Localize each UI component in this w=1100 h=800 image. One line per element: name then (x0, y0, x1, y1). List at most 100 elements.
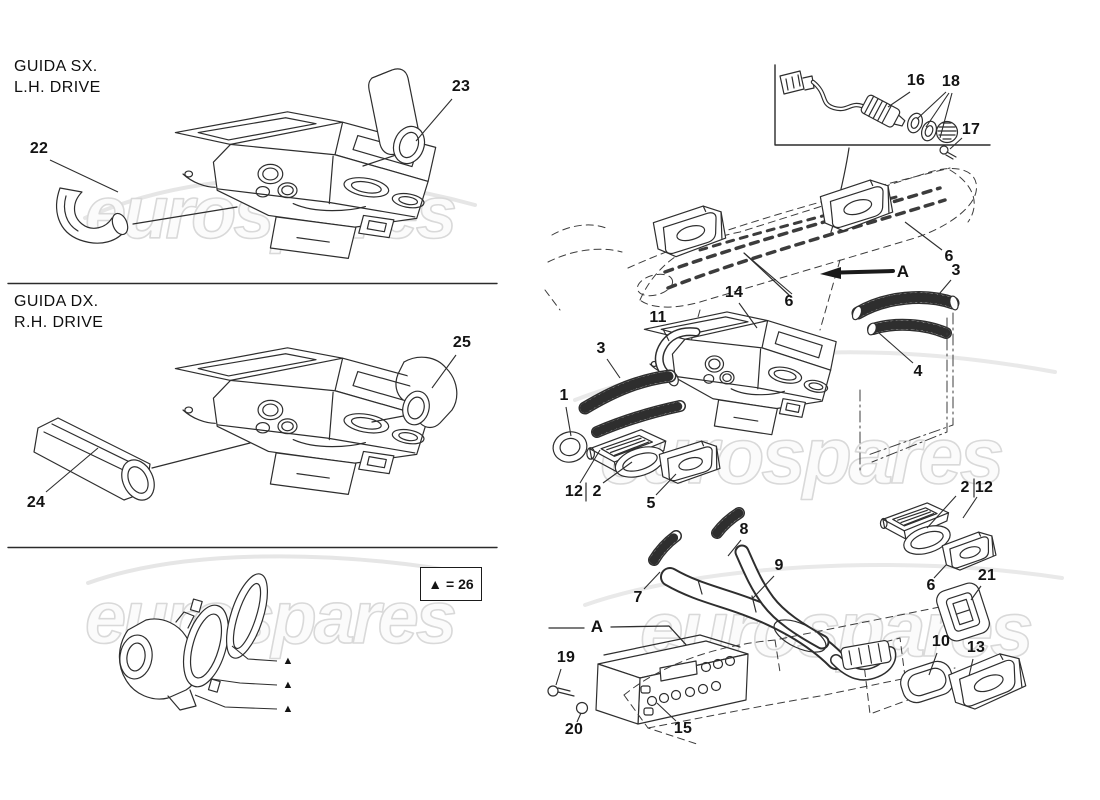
leader-line-3 (933, 279, 952, 301)
leader-line-▲ (211, 678, 278, 686)
section-title-rh-line2: R.H. DRIVE (14, 314, 104, 331)
leader-line-18 (916, 91, 947, 120)
callout-12-18: 12 (564, 483, 584, 500)
callout-21-29: 21 (977, 567, 997, 584)
leader-line-11 (662, 328, 670, 342)
y-duct-drawing (654, 513, 890, 675)
leader-line-4 (878, 332, 914, 364)
leader-line-18 (925, 92, 950, 128)
leader-line-17 (949, 137, 963, 150)
callout-24-2: 24 (26, 494, 46, 511)
vent-group-left-drawing (550, 429, 722, 501)
callout-6-10: 6 (944, 248, 954, 265)
leader-line-25 (431, 354, 457, 389)
hose-3-right-drawing (851, 295, 960, 321)
callout-12-33: 12 (974, 479, 994, 496)
callout-10-30: 10 (931, 633, 951, 650)
duct-23-drawing (369, 69, 430, 168)
callout-17-9: 17 (961, 121, 981, 138)
leader-line-24 (45, 447, 99, 493)
callout-16-7: 16 (906, 72, 926, 89)
leader-line-2 (926, 495, 957, 529)
callout-2-19: 2 (592, 483, 602, 500)
callout-2-32: 2 (960, 479, 970, 496)
legend-text: ▲ = 26 (428, 576, 474, 592)
section-title-rh: GUIDA DX. R.H. DRIVE (14, 291, 103, 333)
callout-A-25: A (590, 617, 604, 636)
leader-line-8 (727, 539, 742, 557)
section-title-lh-line2: L.H. DRIVE (14, 79, 101, 96)
callout-A-12: A (896, 262, 910, 281)
leader-line-9 (752, 575, 775, 599)
callout-4-16: 4 (913, 363, 923, 380)
leader-line-5 (655, 473, 677, 496)
leader-line-20 (576, 712, 582, 723)
leader-line-19 (555, 668, 562, 686)
callout-15-28: 15 (673, 720, 693, 737)
callout-3-11: 3 (951, 262, 961, 279)
leader-line-6 (933, 564, 947, 579)
leader-line-2 (602, 461, 633, 484)
callout-8-21: 8 (739, 521, 749, 538)
knob-20-drawing (577, 703, 588, 714)
leader-line-6 (904, 221, 943, 251)
callout-22-0: 22 (29, 140, 49, 157)
leader-line-16 (887, 91, 911, 108)
duct-24-drawing (34, 418, 160, 505)
callout-▲-5: ▲ (282, 679, 294, 691)
vent-group-right-drawing (879, 479, 998, 573)
callout-3-15: 3 (596, 340, 606, 357)
leader-line-▲ (231, 645, 278, 662)
leader-line-▲ (194, 694, 278, 710)
duct-22-drawing (57, 188, 131, 243)
callout-13-31: 13 (966, 639, 986, 656)
actuator-26-drawing (117, 569, 276, 710)
callout-1-17: 1 (559, 387, 569, 404)
leader-line-22 (49, 159, 119, 193)
leader-line-13 (968, 658, 974, 677)
callout-20-27: 20 (564, 721, 584, 738)
callout-25-3: 25 (452, 334, 472, 351)
leader-line-12 (579, 449, 601, 484)
callout-9-24: 9 (774, 557, 784, 574)
section-title-lh: GUIDA SX. L.H. DRIVE (14, 56, 101, 98)
section-title-lh-line1: GUIDA SX. (14, 58, 98, 75)
callout-19-26: 19 (556, 649, 576, 666)
leader-line-12 (962, 496, 978, 519)
console-vent-drawing (840, 640, 891, 670)
callout-6-22: 6 (784, 293, 794, 310)
watermark-left-bottom: eurospares (84, 556, 478, 660)
hose-3-left-drawing (585, 376, 680, 432)
screw-17-drawing (940, 146, 956, 159)
callout-▲-6: ▲ (282, 703, 294, 715)
control-panel-15-drawing (548, 635, 748, 724)
sensor-cable-drawing (780, 71, 958, 159)
hose-4-drawing (866, 322, 946, 336)
leader-line-18 (939, 92, 953, 139)
leader-line-14 (738, 302, 758, 329)
leader-line-21 (970, 585, 982, 601)
arrow-a-upper (820, 267, 893, 279)
callout-6-34: 6 (926, 577, 936, 594)
watermark-text: eurospares (85, 576, 455, 659)
side-panel-phantom (860, 313, 953, 472)
leader-line-3 (606, 358, 621, 379)
callout-▲-4: ▲ (282, 655, 294, 667)
duct-25-drawing (396, 357, 457, 428)
leader-line-7 (643, 571, 661, 590)
switch-21-drawing (934, 580, 992, 643)
leader-line-23 (415, 98, 453, 142)
callout-11-14: 11 (649, 309, 667, 326)
callout-23-1: 23 (451, 78, 471, 95)
leader-line-6 (743, 252, 793, 295)
round-grille-drawing (937, 122, 958, 143)
leader-line-15 (656, 702, 677, 722)
screw-19-drawing (548, 686, 574, 696)
legend-box: ▲ = 26 (420, 567, 482, 601)
callout-14-13: 14 (724, 284, 744, 301)
callout-5-20: 5 (646, 495, 656, 512)
section-title-rh-line1: GUIDA DX. (14, 293, 99, 310)
callout-7-23: 7 (633, 589, 643, 606)
leader-line-1 (565, 406, 572, 437)
